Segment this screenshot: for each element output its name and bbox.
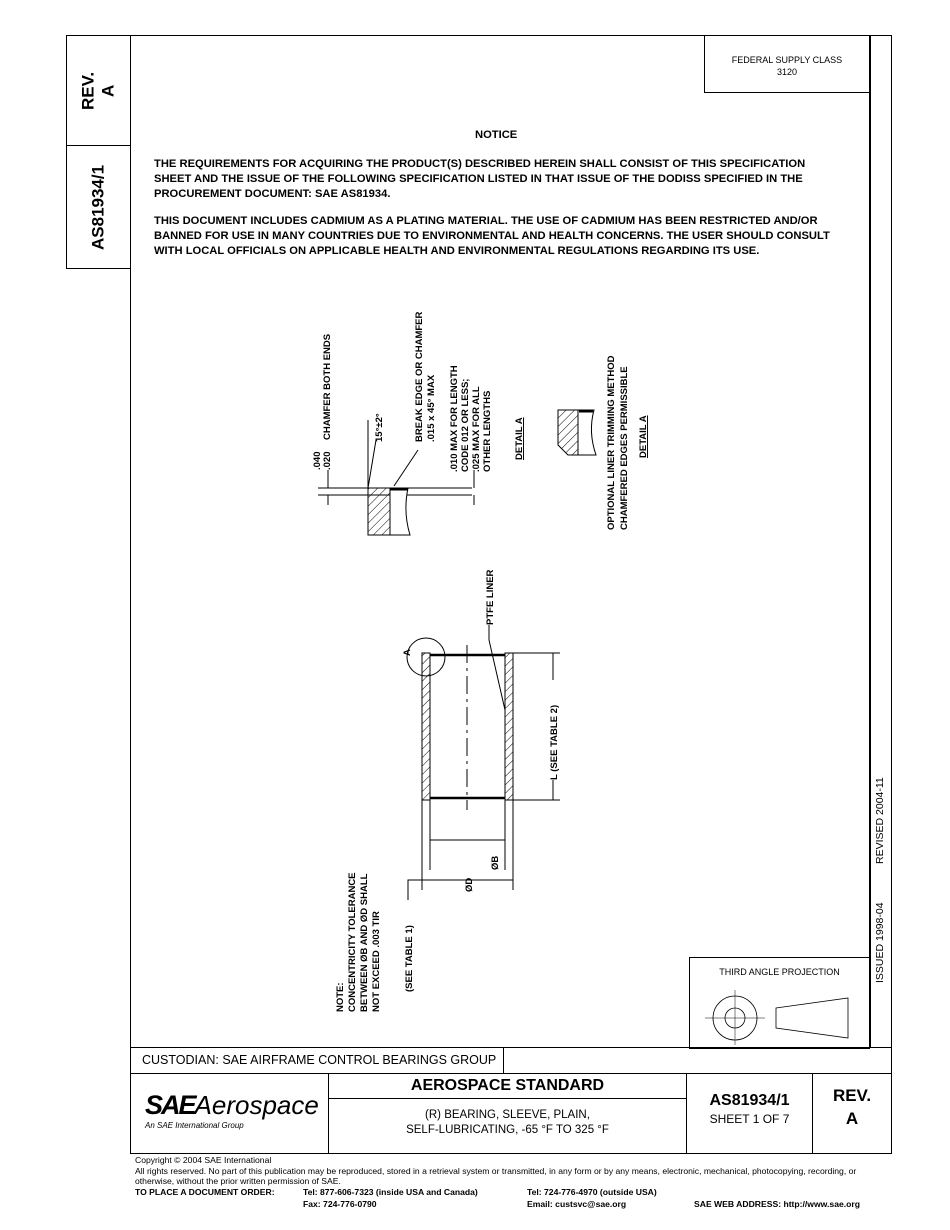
dia-b-label: ØB — [490, 856, 501, 870]
see-table1-label: (SEE TABLE 1) — [404, 925, 415, 992]
title-line: SELF-LUBRICATING, -65 °F TO 325 °F — [406, 1124, 609, 1136]
sae-logo: SAEAerospace An SAE International Group — [130, 1073, 329, 1154]
sheet-number: SHEET 1 OF 7 — [709, 1112, 790, 1126]
logo-tagline: An SAE International Group — [145, 1121, 244, 1130]
doc-number-box: AS81934/1 SHEET 1 OF 7 — [686, 1073, 813, 1154]
notice-paragraph: THE REQUIREMENTS FOR ACQUIRING THE PRODU… — [154, 158, 806, 200]
concentricity-note-line: NOT EXCEED .003 TIR — [371, 911, 382, 1012]
liner-note-line: CODE 012 OR LESS; — [460, 379, 471, 472]
logo-sae: SAE — [145, 1090, 197, 1120]
copyright: Copyright © 2004 SAE International — [135, 1155, 272, 1165]
projection-box: THIRD ANGLE PROJECTION — [689, 957, 870, 1049]
title-box: AEROSPACE STANDARD (R) BEARING, SLEEVE, … — [328, 1073, 687, 1154]
concentricity-note-line: BETWEEN ØB AND ØD SHALL — [359, 873, 370, 1012]
break-edge-dim: .015 x 45° MAX — [426, 374, 437, 442]
liner-note-line: OTHER LENGTHS — [482, 391, 493, 472]
dim-max: .040 — [312, 452, 323, 471]
title-line: (R) BEARING, SLEEVE, PLAIN, — [425, 1109, 590, 1121]
order-label: TO PLACE A DOCUMENT ORDER: — [135, 1187, 275, 1197]
projection-label: THIRD ANGLE PROJECTION — [719, 967, 840, 977]
notice-title: NOTICE — [475, 129, 518, 141]
web-address-link[interactable]: SAE WEB ADDRESS: http://www.sae.org — [694, 1199, 860, 1209]
tel-outside: Tel: 724-776-4970 (outside USA) — [527, 1187, 657, 1197]
federal-supply-label: FEDERAL SUPPLY CLASS — [731, 55, 843, 65]
dia-d-label: ØD — [464, 878, 475, 892]
detail-ref-label: A — [402, 649, 413, 656]
liner-note-line: .010 MAX FOR LENGTH — [449, 365, 460, 472]
rev-box: REV. A — [812, 1073, 892, 1154]
length-label: L (SEE TABLE 2) — [549, 705, 560, 780]
dim-min: .020 — [322, 452, 333, 471]
notice-body: THE REQUIREMENTS FOR ACQUIRING THE PRODU… — [154, 157, 834, 271]
bearing-sleeve-section: A L (SEE TABLE 2) PTFE LINER ØB ØD (SEE … — [335, 569, 560, 1012]
concentricity-note-line: CONCENTRICITY TOLERANCE — [347, 872, 358, 1012]
email-link[interactable]: Email: custsvc@sae.org — [527, 1199, 627, 1209]
custodian-box: CUSTODIAN: SAE AIRFRAME CONTROL BEARINGS… — [130, 1047, 504, 1074]
tel-inside: Tel: 877-606-7323 (inside USA and Canada… — [303, 1187, 478, 1197]
liner-note-line: .025 MAX FOR ALL — [471, 386, 482, 472]
angle-label: 15°±2° — [374, 413, 385, 442]
rights-notice: All rights reserved. No part of this pub… — [135, 1165, 857, 1187]
detail-a-chamfer: CHAMFER BOTH ENDS .040 .020 15°±2° BREAK… — [312, 311, 525, 536]
notice-paragraph: THIS DOCUMENT INCLUDES CADMIUM AS A PLAT… — [154, 215, 830, 257]
logo-aerospace: Aerospace — [194, 1090, 319, 1120]
ptfe-liner-label: PTFE LINER — [485, 569, 496, 625]
federal-supply-value: 3120 — [776, 67, 798, 77]
detail-a-title: DETAIL A — [514, 417, 525, 460]
standard-type: AEROSPACE STANDARD — [329, 1074, 686, 1099]
third-angle-projection-symbol — [705, 990, 849, 1045]
footer: Copyright © 2004 SAE International All r… — [135, 1155, 895, 1187]
chamfer-both-ends-label: CHAMFER BOTH ENDS — [322, 334, 333, 440]
detail-a-optional: OPTIONAL LINER TRIMMING METHOD CHAMFERED… — [557, 355, 649, 530]
doc-number: AS81934/1 — [709, 1092, 790, 1109]
margin-divider — [869, 35, 871, 1048]
federal-supply-box: FEDERAL SUPPLY CLASS 3120 — [704, 35, 870, 93]
optional-trimming-line: OPTIONAL LINER TRIMMING METHOD — [606, 355, 617, 530]
fax: Fax: 724-776-0790 — [303, 1199, 377, 1209]
rev-label: REV. — [832, 1086, 872, 1105]
break-edge-label: BREAK EDGE OR CHAMFER — [414, 311, 425, 442]
rev-value: A — [845, 1109, 859, 1128]
detail-a-title: DETAIL A — [638, 415, 649, 458]
concentricity-note-line: NOTE: — [335, 982, 346, 1012]
optional-trimming-line: CHAMFERED EDGES PERMISSIBLE — [619, 366, 630, 530]
